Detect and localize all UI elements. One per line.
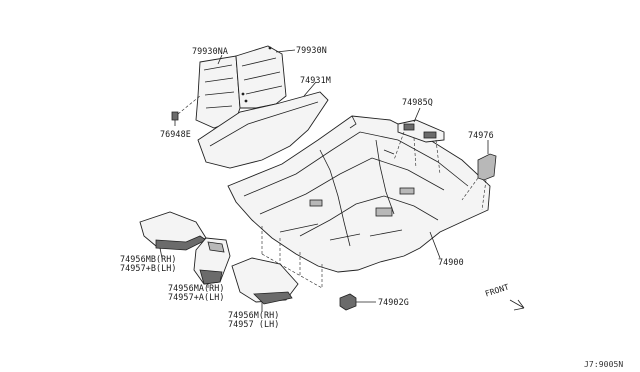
label-74976: 74976 xyxy=(468,130,494,140)
label-74957a: 74957+A(LH) xyxy=(168,292,225,302)
front-arrow-icon xyxy=(509,299,525,311)
label-76948e: 76948E xyxy=(160,129,191,139)
label-74902g: 74902G xyxy=(378,297,409,307)
insulator-panel-right xyxy=(235,45,287,109)
label-79930na: 79930NA xyxy=(192,46,228,56)
label-74956m: 74956M(RH) xyxy=(228,310,280,320)
label-74956ma: 74956MA(RH) xyxy=(168,283,225,293)
diagram-code: J7:9005N xyxy=(584,360,624,369)
clip-74902g xyxy=(339,293,357,311)
label-74985q: 74985Q xyxy=(402,97,433,107)
label-74957: 74957 (LH) xyxy=(228,319,280,329)
label-74931m: 74931M xyxy=(300,75,331,85)
label-74956mb: 74956MB(RH) xyxy=(120,254,177,264)
rear-floor-mat xyxy=(197,91,329,169)
label-79930n: 79930N xyxy=(296,45,327,55)
pad-74956m xyxy=(231,257,299,303)
label-74900: 74900 xyxy=(438,257,464,267)
block-74976 xyxy=(477,153,497,181)
label-74957b: 74957+B(LH) xyxy=(120,263,177,273)
clip-76948e xyxy=(171,111,179,121)
